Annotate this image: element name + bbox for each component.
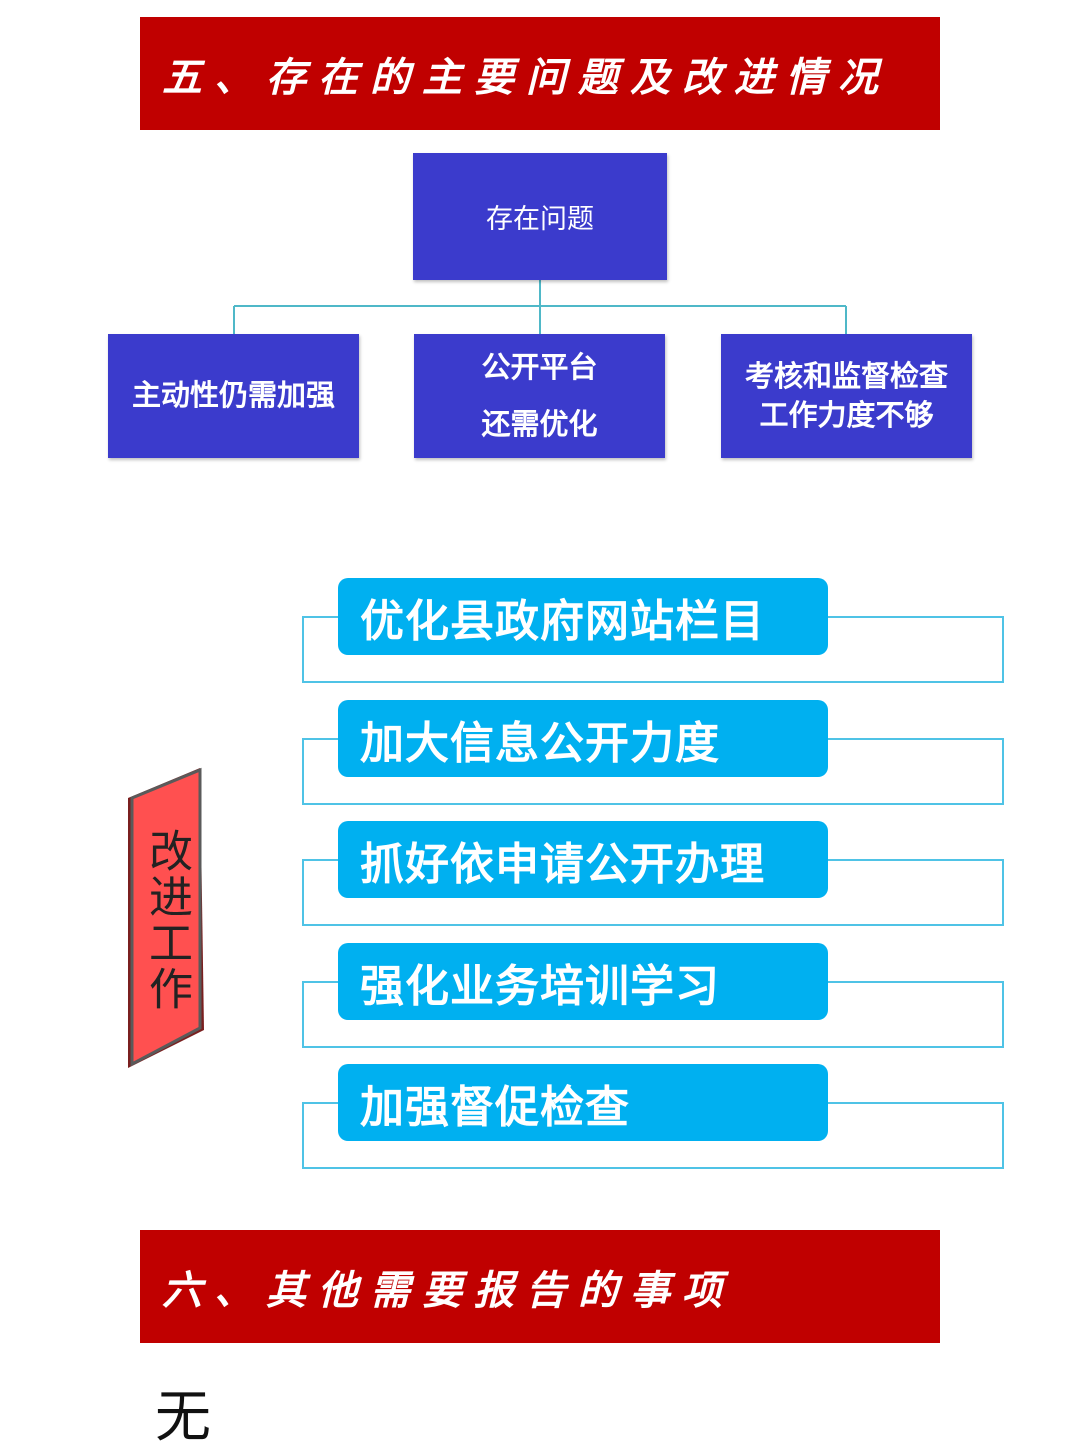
improvement-item-5: 加强督促检查 [338, 1064, 828, 1141]
improvement-side-tag [128, 767, 204, 1068]
section-5-banner: 五、存在的主要问题及改进情况 [140, 17, 940, 130]
section-5-title: 五、存在的主要问题及改进情况 [162, 53, 890, 101]
improvement-item-1-label: 优化县政府网站栏目 [360, 595, 765, 647]
section-6-content: 无 [155, 1385, 211, 1450]
section-6-banner: 六、其他需要报告的事项 [140, 1230, 940, 1343]
improvement-item-1: 优化县政府网站栏目 [338, 578, 828, 655]
section-6-title: 六、其他需要报告的事项 [162, 1266, 734, 1314]
side-tag-face [130, 767, 202, 1067]
problem-1-line-1: 主动性仍需加强 [131, 378, 335, 413]
problems-root-box: 存在问题 [413, 153, 667, 280]
problem-2-line-2: 还需优化 [481, 407, 598, 441]
problem-box-3: 考核和监督检查 工作力度不够 [721, 334, 972, 458]
problem-3-line-2: 工作力度不够 [759, 398, 934, 432]
problem-3-line-1: 考核和监督检查 [744, 358, 948, 393]
improvement-item-4-label: 强化业务培训学习 [360, 960, 720, 1012]
improvement-item-2: 加大信息公开力度 [338, 700, 828, 777]
improvement-item-4: 强化业务培训学习 [338, 943, 828, 1020]
problem-box-2: 公开平台 还需优化 [414, 334, 665, 458]
improvement-side-label: 改进工作 [141, 828, 192, 1012]
improvement-item-2-label: 加大信息公开力度 [360, 717, 720, 769]
improvement-item-3-label: 抓好依申请公开办理 [360, 838, 765, 890]
problem-2-line-1: 公开平台 [481, 350, 598, 385]
problems-root-label: 存在问题 [486, 204, 594, 235]
improvement-item-3: 抓好依申请公开办理 [338, 821, 828, 898]
problem-box-1: 主动性仍需加强 [108, 334, 359, 458]
improvement-item-5-label: 加强督促检查 [360, 1081, 630, 1133]
